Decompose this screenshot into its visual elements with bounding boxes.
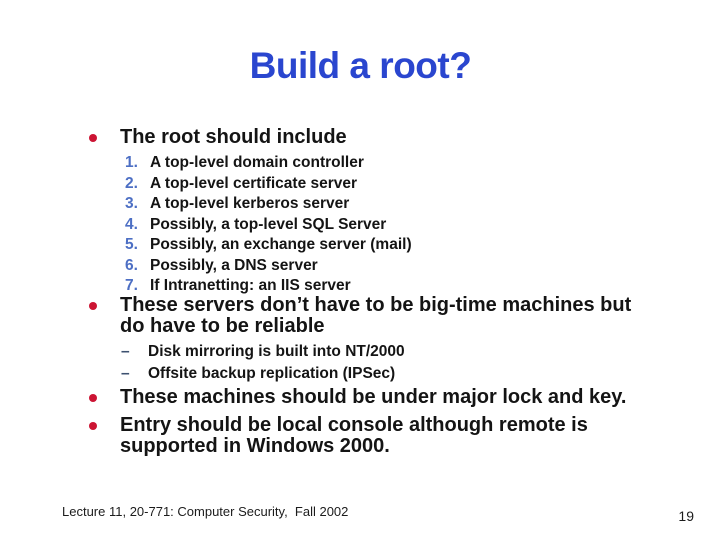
bullet-item: These servers don’t have to be big-time … — [89, 295, 668, 337]
item-number: 1. — [125, 154, 138, 171]
bullet-dot-icon — [89, 394, 97, 402]
numbered-item: 4. Possibly, a top-level SQL Server — [125, 215, 412, 236]
item-text: A top-level domain controller — [150, 154, 364, 171]
numbered-item: 7. If Intranetting: an IIS server — [125, 276, 412, 297]
item-number: 6. — [125, 256, 138, 274]
bullet-dot-icon — [89, 422, 97, 430]
item-text: Possibly, a top-level SQL Server — [150, 215, 387, 233]
bullet-dot-icon — [89, 302, 97, 310]
item-number: 5. — [125, 236, 138, 253]
bullet-item: The root should include — [89, 127, 668, 148]
bullet-text: Entry should be local console although r… — [120, 414, 588, 457]
item-text: Possibly, a DNS server — [150, 256, 318, 274]
numbered-list: 1. A top-level domain controller 2. A to… — [125, 153, 412, 297]
numbered-item: 5. Possibly, an exchange server (mail) — [125, 235, 412, 256]
footer-lecture-label: Lecture 11, 20-771: Computer Security, F… — [62, 504, 349, 519]
item-number: 7. — [125, 277, 138, 294]
item-text: If Intranetting: an IIS server — [150, 277, 351, 294]
dash-bullet-icon: – — [121, 343, 130, 360]
bullet-dot-icon — [89, 134, 97, 142]
item-text: A top-level certificate server — [150, 174, 358, 192]
item-text: Disk mirroring is built into NT/2000 — [148, 343, 405, 360]
numbered-item: 6. Possibly, a DNS server — [125, 256, 412, 277]
dash-item: – Disk mirroring is built into NT/2000 — [121, 341, 405, 363]
numbered-item: 3. A top-level kerberos server — [125, 194, 412, 215]
item-number: 2. — [125, 174, 138, 192]
bullet-item: These machines should be under major loc… — [89, 387, 668, 408]
dash-bullet-icon: – — [121, 365, 130, 382]
dash-list: – Disk mirroring is built into NT/2000 –… — [121, 341, 405, 385]
slide-title: Build a root? — [249, 45, 472, 86]
bullet-item: Entry should be local console although r… — [89, 415, 668, 457]
item-text: Possibly, an exchange server (mail) — [150, 236, 412, 253]
slide-page-number: 19 — [678, 508, 694, 524]
dash-item: – Offsite backup replication (IPSec) — [121, 363, 405, 385]
numbered-item: 1. A top-level domain controller — [125, 153, 412, 174]
bullet-text: These machines should be under major loc… — [120, 386, 627, 408]
item-text: A top-level kerberos server — [150, 195, 350, 212]
item-number: 3. — [125, 195, 138, 212]
bullet-text: The root should include — [120, 126, 347, 148]
bullet-text: These servers don’t have to be big-time … — [120, 294, 632, 337]
item-number: 4. — [125, 215, 138, 233]
numbered-item: 2. A top-level certificate server — [125, 174, 412, 195]
item-text: Offsite backup replication (IPSec) — [148, 365, 396, 382]
